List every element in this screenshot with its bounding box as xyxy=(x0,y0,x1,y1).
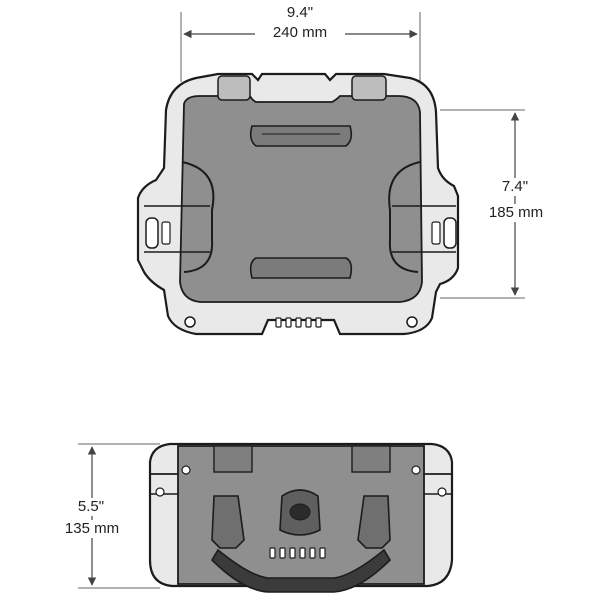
front-view-grip-slots xyxy=(269,547,326,559)
height-mm-label: 135 mm xyxy=(52,520,132,538)
front-screw-left-top xyxy=(181,465,191,475)
bottom-handle[interactable] xyxy=(249,257,353,279)
front-handle[interactable] xyxy=(210,548,392,593)
screw-left xyxy=(184,316,196,328)
front-screw-right-side xyxy=(437,487,447,497)
front-screw-left-side xyxy=(155,487,165,497)
top-handle[interactable] xyxy=(249,125,353,147)
length-inches-label: 7.4" xyxy=(490,178,540,196)
top-view xyxy=(136,12,525,336)
lid-rib-right xyxy=(351,445,391,473)
left-strap xyxy=(181,161,215,273)
right-latch-clip xyxy=(431,221,441,245)
front-latch-left[interactable] xyxy=(211,495,245,549)
lid-rib-left xyxy=(213,445,253,473)
length-mm-label: 185 mm xyxy=(476,204,556,222)
screw-right xyxy=(406,316,418,328)
front-latch-right[interactable] xyxy=(357,495,391,549)
left-latch[interactable] xyxy=(145,217,159,249)
width-mm-label: 240 mm xyxy=(255,24,345,42)
hinge-left xyxy=(217,75,251,101)
width-inches-label: 9.4" xyxy=(286,4,314,21)
front-grip-slots xyxy=(275,317,322,328)
front-screw-right-top xyxy=(411,465,421,475)
right-strap xyxy=(388,161,421,273)
left-latch-clip xyxy=(161,221,171,245)
right-latch[interactable] xyxy=(443,217,457,249)
height-inches-label: 5.5" xyxy=(66,498,116,516)
front-view xyxy=(78,442,454,593)
hinge-right xyxy=(351,75,387,101)
padlock-hole xyxy=(289,503,311,521)
